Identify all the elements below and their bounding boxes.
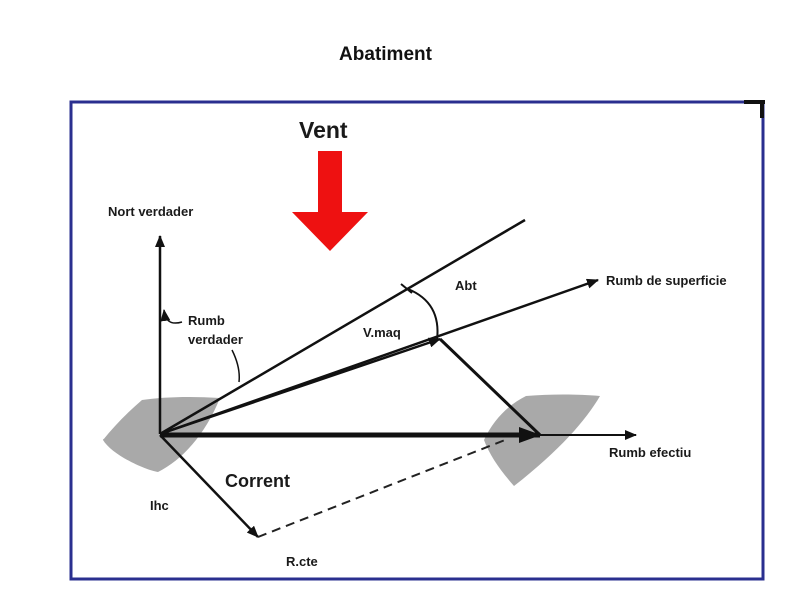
current-arrow bbox=[159, 434, 259, 538]
current-course-label: R.cte bbox=[286, 554, 318, 569]
leeway-angle-arc bbox=[407, 288, 439, 341]
surface-course-label: Rumb de superficie bbox=[606, 273, 727, 288]
true-course-line bbox=[159, 218, 526, 436]
engine-speed-label: V.maq bbox=[363, 325, 401, 340]
true-north-label: Nort verdader bbox=[108, 204, 193, 219]
leeway-arc-tick bbox=[400, 283, 413, 294]
current-label: Corrent bbox=[225, 471, 290, 491]
engine-speed-arrow bbox=[159, 337, 441, 436]
frame-corner-mark bbox=[760, 100, 764, 118]
true-course-label-line1: Rumb bbox=[188, 313, 225, 328]
diagram-frame bbox=[69, 100, 765, 581]
true-course-leader bbox=[231, 349, 240, 383]
down-arrow-icon bbox=[292, 151, 368, 251]
leeway-label: Abt bbox=[455, 278, 477, 293]
current-vector-translated bbox=[438, 337, 542, 437]
effective-course-label: Rumb efectiu bbox=[609, 445, 691, 460]
true-course-label-line2: verdader bbox=[188, 332, 243, 347]
boat-hull-icon bbox=[484, 394, 600, 486]
hours-current-label: Ihc bbox=[150, 498, 169, 513]
true-course-leader bbox=[160, 309, 183, 324]
diagram-title: Abatiment bbox=[339, 44, 432, 65]
resultant-dashed-line bbox=[257, 439, 506, 538]
wind-label: Vent bbox=[299, 117, 348, 143]
frame-corner-mark bbox=[744, 100, 765, 104]
